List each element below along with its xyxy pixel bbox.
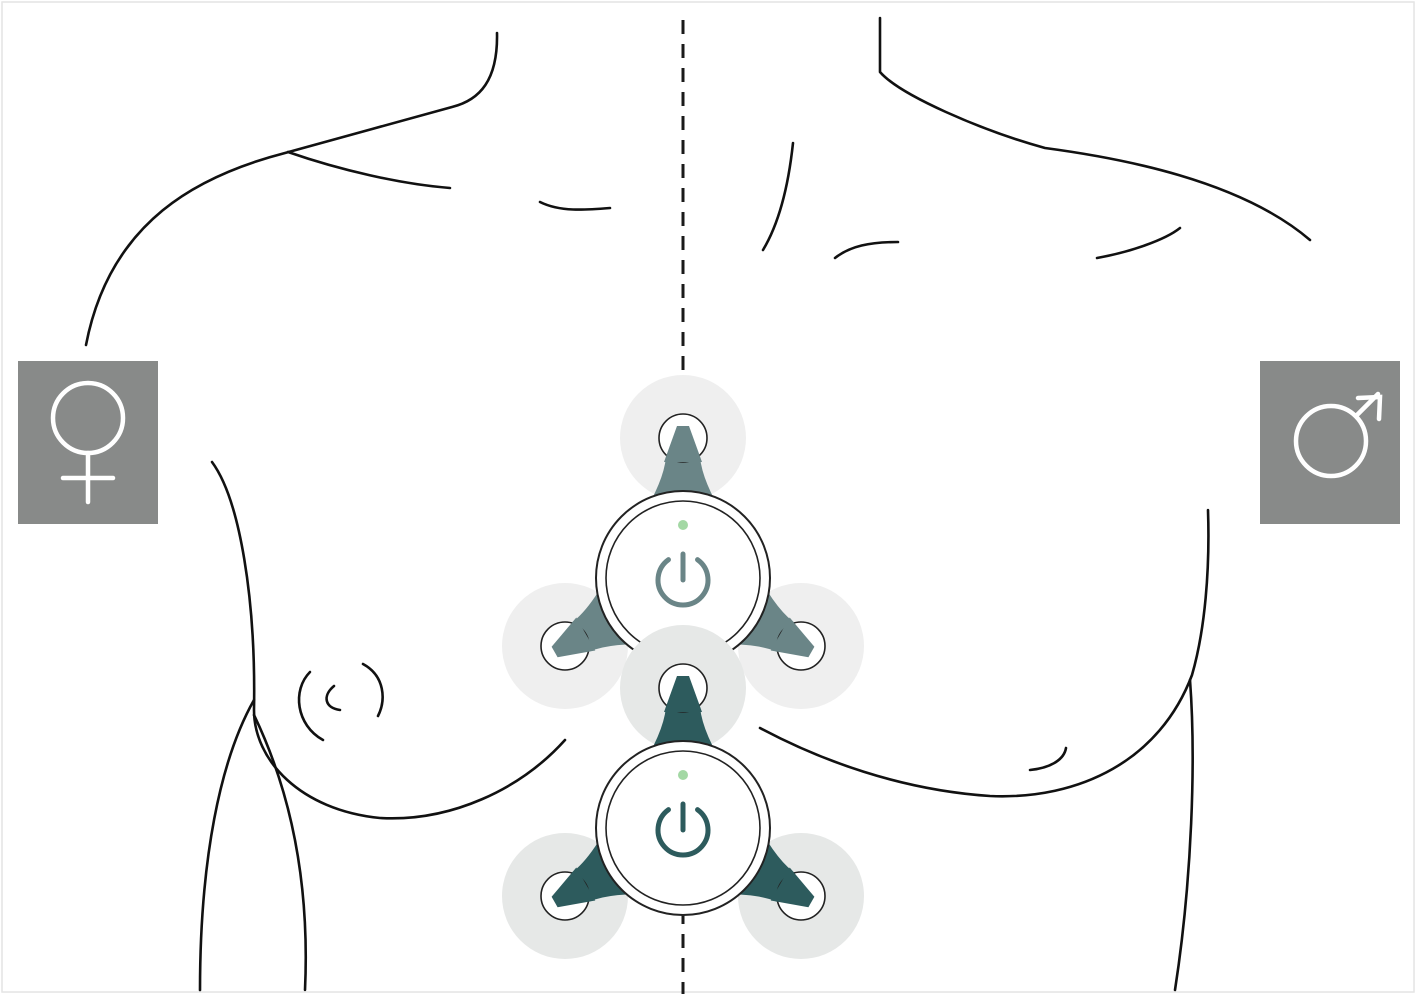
status-led [678,520,688,530]
status-led [678,770,688,780]
